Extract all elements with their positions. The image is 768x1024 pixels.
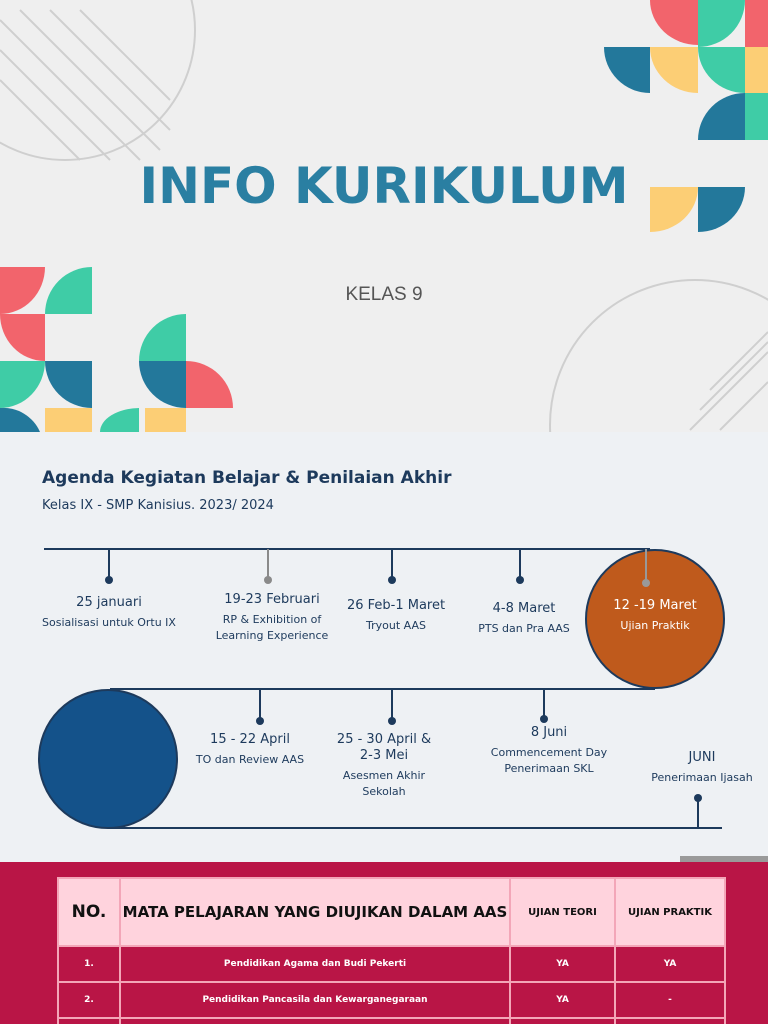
event-item: 25 - 30 April & 2-3 Mei Asesmen Akhir Se…	[320, 732, 448, 800]
table-row: 2. Pendidikan Pancasila dan Kewarganegar…	[57, 981, 726, 1019]
event-desc: PTS dan Pra AAS	[478, 622, 570, 635]
timeline-graphic	[38, 548, 768, 862]
event-item: 26 Feb-1 Maret Tryout AAS	[336, 598, 456, 634]
cell-no: 1.	[57, 945, 121, 983]
table-row: 1. Pendidikan Agama dan Budi Pekerti YA …	[57, 945, 726, 983]
event-date: 19-23 Februari	[224, 592, 320, 607]
event-desc: RP & Exhibition of Learning Experience	[215, 613, 329, 642]
event-item: 15 - 22 April TO dan Review AAS	[190, 732, 310, 768]
agenda-timeline: Agenda Kegiatan Belajar & Penilaian Akhi…	[0, 432, 768, 862]
event-date: 25 januari	[76, 595, 142, 610]
event-date: 25 - 30 April & 2-3 Mei	[336, 732, 432, 763]
event-item: 12 -19 Maret Ujian Praktik	[595, 598, 715, 634]
cell-subject: Pendidikan Agama dan Budi Pekerti	[119, 945, 511, 983]
event-item: 19-23 Februari RP & Exhibition of Learni…	[207, 592, 337, 644]
event-date: 12 -19 Maret	[613, 598, 697, 613]
table-row	[57, 1017, 726, 1024]
event-desc: TO dan Review AAS	[195, 753, 305, 766]
cell-practice: YA	[614, 945, 726, 983]
column-header-subject: MATA PELAJARAN YANG DIUJIKAN DALAM AAS	[119, 877, 511, 947]
event-desc: Asesmen Akhir Sekolah	[342, 769, 426, 798]
column-header-theory: UJIAN TEORI	[509, 877, 616, 947]
event-desc: Tryout AAS	[366, 619, 426, 632]
event-item: 8 Juni Commencement Day Penerimaan SKL	[484, 725, 614, 777]
exam-subjects-table: NO. MATA PELAJARAN YANG DIUJIKAN DALAM A…	[57, 877, 726, 1024]
event-desc: Ujian Praktik	[620, 619, 690, 632]
agenda-subtitle: Kelas IX - SMP Kanisius. 2023/ 2024	[42, 498, 274, 513]
cell-theory: YA	[509, 981, 616, 1019]
column-header-practice: UJIAN PRAKTIK	[614, 877, 726, 947]
event-desc: Penerimaan Ijasah	[651, 771, 753, 784]
page-title: INFO KURIKULUM	[139, 157, 629, 215]
cell-practice: -	[614, 981, 726, 1019]
class-label: KELAS 9	[345, 284, 423, 305]
exam-subjects-section: NO. MATA PELAJARAN YANG DIUJIKAN DALAM A…	[0, 862, 768, 1024]
table-header-row: NO. MATA PELAJARAN YANG DIUJIKAN DALAM A…	[57, 877, 726, 947]
event-item: JUNI Penerimaan Ijasah	[646, 750, 758, 786]
title-slide: INFO KURIKULUM KELAS 9	[0, 0, 768, 432]
event-date: 15 - 22 April	[210, 732, 290, 747]
event-desc: Commencement Day Penerimaan SKL	[490, 746, 608, 775]
cell-theory: YA	[509, 945, 616, 983]
event-desc: Sosialisasi untuk Ortu IX	[42, 616, 176, 629]
cell-subject: Pendidikan Pancasila dan Kewarganegaraan	[119, 981, 511, 1019]
event-date: 26 Feb-1 Maret	[346, 598, 446, 613]
event-date: 8 Juni	[530, 725, 568, 740]
event-item: 4-8 Maret PTS dan Pra AAS	[464, 601, 584, 637]
event-date: 4-8 Maret	[492, 601, 556, 616]
cell-no: 2.	[57, 981, 121, 1019]
column-header-no: NO.	[57, 877, 121, 947]
agenda-title: Agenda Kegiatan Belajar & Penilaian Akhi…	[42, 468, 452, 488]
geometric-decoration	[0, 0, 768, 432]
event-item: 25 januari Sosialisasi untuk Ortu IX	[34, 595, 184, 631]
event-date: JUNI	[688, 750, 716, 765]
